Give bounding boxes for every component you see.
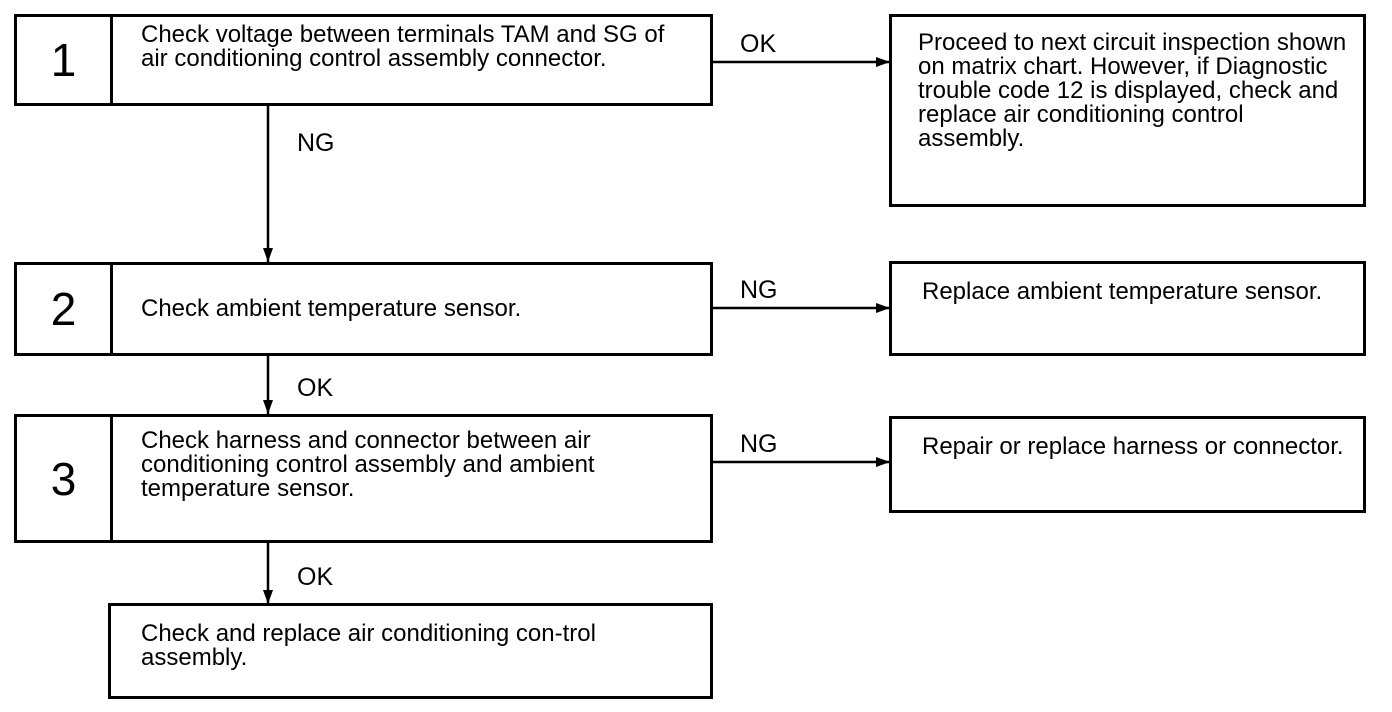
label-ok-step3: OK <box>297 563 334 591</box>
result-box-2: Replace ambient temperature sensor. <box>889 261 1366 356</box>
arrowhead-right-2 <box>876 303 890 313</box>
step-2-box: 2 Check ambient temperature sensor. <box>14 262 713 356</box>
step-1-number: 1 <box>17 17 113 103</box>
step-2-text: Check ambient temperature sensor. <box>141 295 522 322</box>
result-2-text: Replace ambient temperature sensor. <box>922 278 1323 305</box>
arrowhead-right-3 <box>876 457 890 467</box>
result-box-1: Proceed to next circuit inspection shown… <box>889 14 1366 207</box>
arrowhead-down-1 <box>263 248 273 262</box>
arrowhead-down-3 <box>263 590 273 604</box>
step-3-number: 3 <box>17 417 113 540</box>
label-ok-step2: OK <box>297 374 334 402</box>
result-1-text: Proceed to next circuit inspection shown… <box>918 29 1347 152</box>
arrowhead-right-1 <box>876 57 890 67</box>
label-ng-step1: NG <box>297 129 335 157</box>
label-ng-step3: NG <box>740 430 778 458</box>
result-box-3: Repair or replace harness or connector. <box>889 416 1366 513</box>
label-ng-step2: NG <box>740 276 778 304</box>
final-action-text: Check and replace air conditioning con-t… <box>141 620 596 671</box>
step-1-box: 1 Check voltage between terminals TAM an… <box>14 14 713 106</box>
result-3-text: Repair or replace harness or connector. <box>922 433 1344 460</box>
step-2-number: 2 <box>17 265 113 353</box>
step-3-text: Check harness and connector between air … <box>141 427 595 502</box>
final-action-box: Check and replace air conditioning con-t… <box>108 603 713 699</box>
step-1-text: Check voltage between terminals TAM and … <box>141 21 665 72</box>
arrowhead-down-2 <box>263 400 273 414</box>
step-3-box: 3 Check harness and connector between ai… <box>14 414 713 543</box>
label-ok-step1: OK <box>740 30 777 58</box>
